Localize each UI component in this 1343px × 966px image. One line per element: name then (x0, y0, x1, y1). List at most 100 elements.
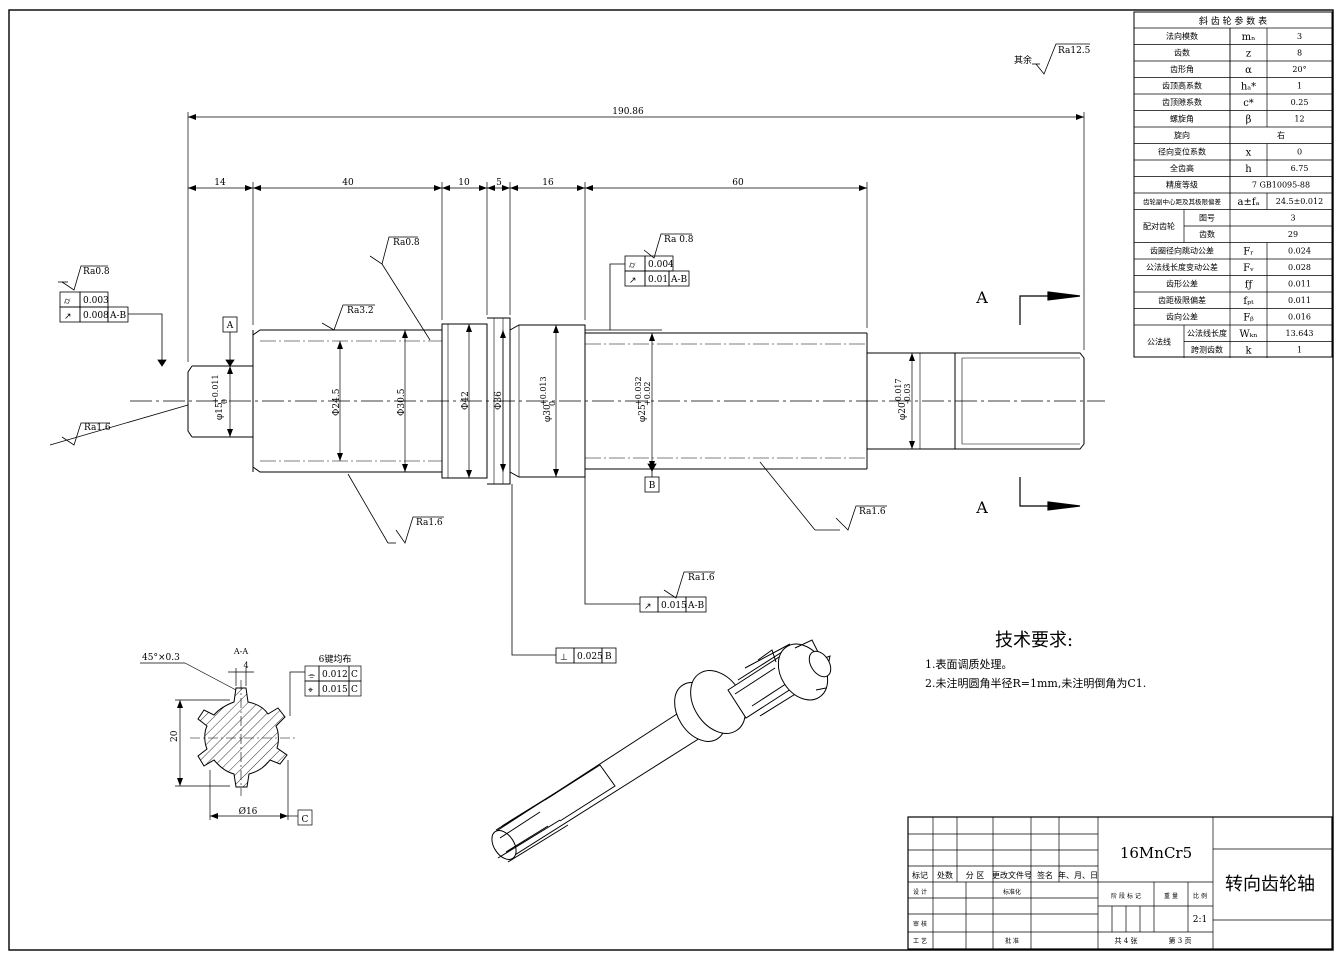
finish-ra16-right: Ra1.6 (859, 507, 886, 517)
dim-d25-up: +0.032 (634, 376, 643, 406)
dim-d24-5: Φ24.5 (332, 388, 342, 416)
tb-h-sign: 签名 (1037, 870, 1053, 880)
gear-tol-value: 0.016 (1288, 313, 1311, 322)
dim-d20-lo: -0.03 (903, 383, 912, 404)
datum-a-label: A (226, 321, 234, 331)
gear-tol-symbol: Fᵦ (1243, 313, 1254, 324)
dim-d25: φ25 (638, 404, 648, 422)
dim-d30-5: Φ30.5 (397, 388, 407, 416)
title-block-texts: 16MnCr5 转向齿轮轴 2:1 标记 处数 分 区 更改文件号 签名 年、月… (912, 844, 1315, 945)
gear-tol-name: 齿圈径向跳动公差 (1150, 246, 1214, 256)
common-param-value: 1 (1297, 346, 1302, 355)
gear-param-name: 齿轮副中心距及其极限偏差 (1143, 197, 1222, 206)
gear-param-symbol: hₐ* (1241, 82, 1256, 93)
gear-tol-value: 0.024 (1288, 247, 1311, 256)
tol-mid-1-sym: ⌭ (629, 261, 636, 271)
tol-mid-2-sym: ↗ (629, 276, 637, 286)
gear-param-name: 径向变位系数 (1158, 147, 1206, 157)
gear-param-value: 右 (1277, 130, 1285, 140)
gear-param-value: 24.5±0.012 (1276, 197, 1323, 206)
tb-h-doc: 更改文件号 (992, 870, 1032, 880)
gear-param-name: 齿形角 (1170, 64, 1194, 74)
tb-sheet-no: 第 3 页 (1169, 936, 1192, 945)
tol-runout-val: 0.015 (661, 601, 687, 611)
dim-14: 14 (214, 178, 226, 188)
datum-a (222, 316, 238, 367)
datum-c-label: C (302, 815, 309, 825)
drawing-border (8, 9, 1334, 951)
section-arrows (1019, 291, 1081, 511)
gear-param-value: 12 (1294, 115, 1304, 124)
dim-d30: φ30 (543, 404, 553, 422)
tol-pos-c-ref: C (351, 685, 358, 695)
shaft-main-view (130, 317, 1105, 485)
tb-h-mark: 标记 (912, 870, 928, 880)
gear-param-value: 1 (1297, 82, 1302, 91)
gear-tol-value: 0.011 (1288, 296, 1311, 305)
gear-param-symbol: z (1246, 49, 1251, 60)
finish-ra32: Ra3.2 (347, 306, 374, 316)
common-normal-label: 公法线 (1147, 337, 1171, 347)
tol-runout-sym: ↗ (644, 602, 652, 612)
gear-param-symbol: mₙ (1242, 32, 1256, 43)
dim-10: 10 (458, 178, 470, 188)
finish-remaining: Ra12.5 (1058, 46, 1091, 56)
dim-40: 40 (342, 178, 354, 188)
gear-param-value: 7 GB10095-88 (1252, 181, 1310, 190)
tol-left-2-sym: ↗ (64, 312, 72, 322)
gear-tol-symbol: fₚₜ (1243, 296, 1254, 307)
tol-pos-c-sym: ⌖ (308, 686, 313, 696)
dimension-lines (187, 112, 1085, 478)
gear-param-symbol: h (1245, 164, 1252, 175)
tol-mid-2-ref: A-B (670, 275, 688, 285)
tol-perp-sym: ⊥ (560, 653, 568, 663)
gear-param-symbol: x (1246, 148, 1252, 159)
section-keys-note: 6键均布 (319, 653, 352, 665)
mating-param-value: 3 (1290, 214, 1295, 223)
tb-scale: 2:1 (1193, 915, 1207, 925)
requirements-item-1: 1.表面调质处理。 (925, 657, 1013, 671)
dim-d20-up: -0.017 (894, 378, 903, 404)
datum-b-label: B (649, 481, 656, 491)
gear-param-name: 齿顶高系数 (1162, 81, 1202, 91)
finish-ra16-left: Ra1.6 (84, 423, 111, 433)
tb-h-count: 处数 (937, 870, 953, 880)
finish-ra08-mid: Ra0.8 (393, 238, 420, 248)
gear-tol-name: 公法线长度变动公差 (1146, 262, 1218, 272)
tol-perp-val: 0.025 (577, 652, 603, 662)
section-chamfer: 45°×0.3 (142, 653, 180, 663)
tb-ratio: 比 例 (1193, 892, 1207, 900)
surface-finish-symbols (49, 43, 1090, 599)
tol-sym-c-sym: ⌯ (308, 671, 316, 681)
gear-param-name: 螺旋角 (1170, 114, 1194, 124)
section-d16: Ø16 (239, 806, 258, 817)
tb-material: 16MnCr5 (1120, 844, 1192, 862)
section-label-bottom: A (975, 498, 988, 517)
gear-tol-symbol: Fᵥ (1243, 263, 1254, 274)
tol-mid-2-val: 0.01 (648, 275, 668, 285)
gear-tol-symbol: fƒ (1245, 280, 1254, 291)
tolerance-frames (59, 255, 707, 664)
section-height-20: 20 (170, 730, 180, 742)
dim-d15: φ15 (215, 402, 225, 420)
gear-param-value: 8 (1297, 49, 1302, 58)
surface-finish-texts: 其余 Ra12.5 Ra0.8 Ra1.6 Ra0.8 Ra3.2 Ra1.6 … (83, 46, 1091, 583)
tol-mid-1-val: 0.004 (648, 260, 674, 270)
tb-process: 工 艺 (913, 937, 927, 945)
tb-design: 设 计 (913, 888, 927, 896)
common-param-symbol: Wₖₙ (1239, 329, 1257, 340)
common-param-name: 跨测齿数 (1191, 345, 1223, 355)
dim-16: 16 (542, 178, 554, 188)
gear-tol-name: 齿向公差 (1166, 312, 1198, 322)
section-label-top: A (975, 288, 988, 307)
finish-ra16-lower: Ra1.6 (688, 573, 715, 583)
gear-table-title: 斜 齿 轮 参 数 表 (1199, 15, 1267, 27)
title-block (907, 816, 1333, 950)
dim-d42: Φ42 (461, 391, 471, 410)
tol-sym-c-ref: C (351, 670, 358, 680)
gear-tol-symbol: Fᵣ (1243, 247, 1253, 258)
tol-runout-ref: A-B (687, 601, 705, 611)
dim-d20: φ20 (898, 402, 908, 420)
